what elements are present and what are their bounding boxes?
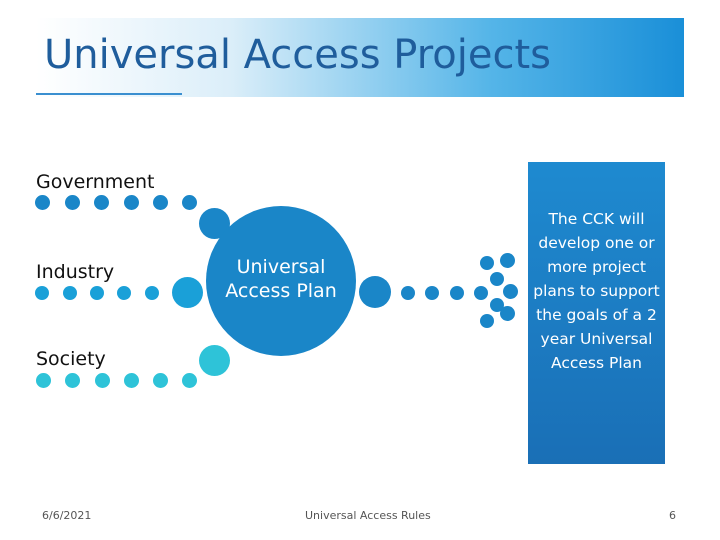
universal-access-plan-label: Universal Access Plan: [225, 256, 337, 302]
government-dot: [153, 195, 168, 210]
universal-access-plan-circle: [206, 206, 356, 356]
fan-dot: [503, 284, 518, 299]
footer-date: 6/6/2021: [42, 509, 92, 522]
society-dot: [153, 373, 168, 388]
branch-dot: [480, 256, 494, 270]
industry-dot: [117, 286, 131, 300]
title-bar: [36, 18, 684, 97]
fan-dot: [500, 253, 515, 268]
government-dot: [182, 195, 197, 210]
society-dot: [124, 373, 139, 388]
industry-connector-dot: [172, 277, 203, 308]
label-government: Government: [36, 171, 155, 193]
output-connector-dot: [359, 276, 391, 308]
output-dot: [425, 286, 439, 300]
page-number: 6: [669, 509, 676, 522]
society-connector-dot: [199, 345, 230, 376]
label-society: Society: [36, 348, 106, 370]
output-dot: [401, 286, 415, 300]
industry-dot: [35, 286, 49, 300]
society-dot: [182, 373, 197, 388]
slide-title: Universal Access Projects: [44, 32, 551, 78]
government-dot: [35, 195, 50, 210]
society-dot: [95, 373, 110, 388]
government-dot: [94, 195, 109, 210]
industry-dot: [90, 286, 104, 300]
project-plans-panel: [528, 162, 665, 464]
title-underline: [36, 93, 182, 95]
output-dot: [474, 286, 488, 300]
industry-dot: [145, 286, 159, 300]
output-dot: [450, 286, 464, 300]
project-plans-text: The CCK will develop one or more project…: [533, 210, 660, 372]
society-dot: [65, 373, 80, 388]
industry-dot: [63, 286, 77, 300]
branch-dot: [490, 272, 504, 286]
fan-dot: [500, 306, 515, 321]
footer-title: Universal Access Rules: [305, 509, 431, 522]
government-dot: [124, 195, 139, 210]
branch-dot: [480, 314, 494, 328]
society-dot: [36, 373, 51, 388]
label-industry: Industry: [36, 261, 115, 283]
government-dot: [65, 195, 80, 210]
